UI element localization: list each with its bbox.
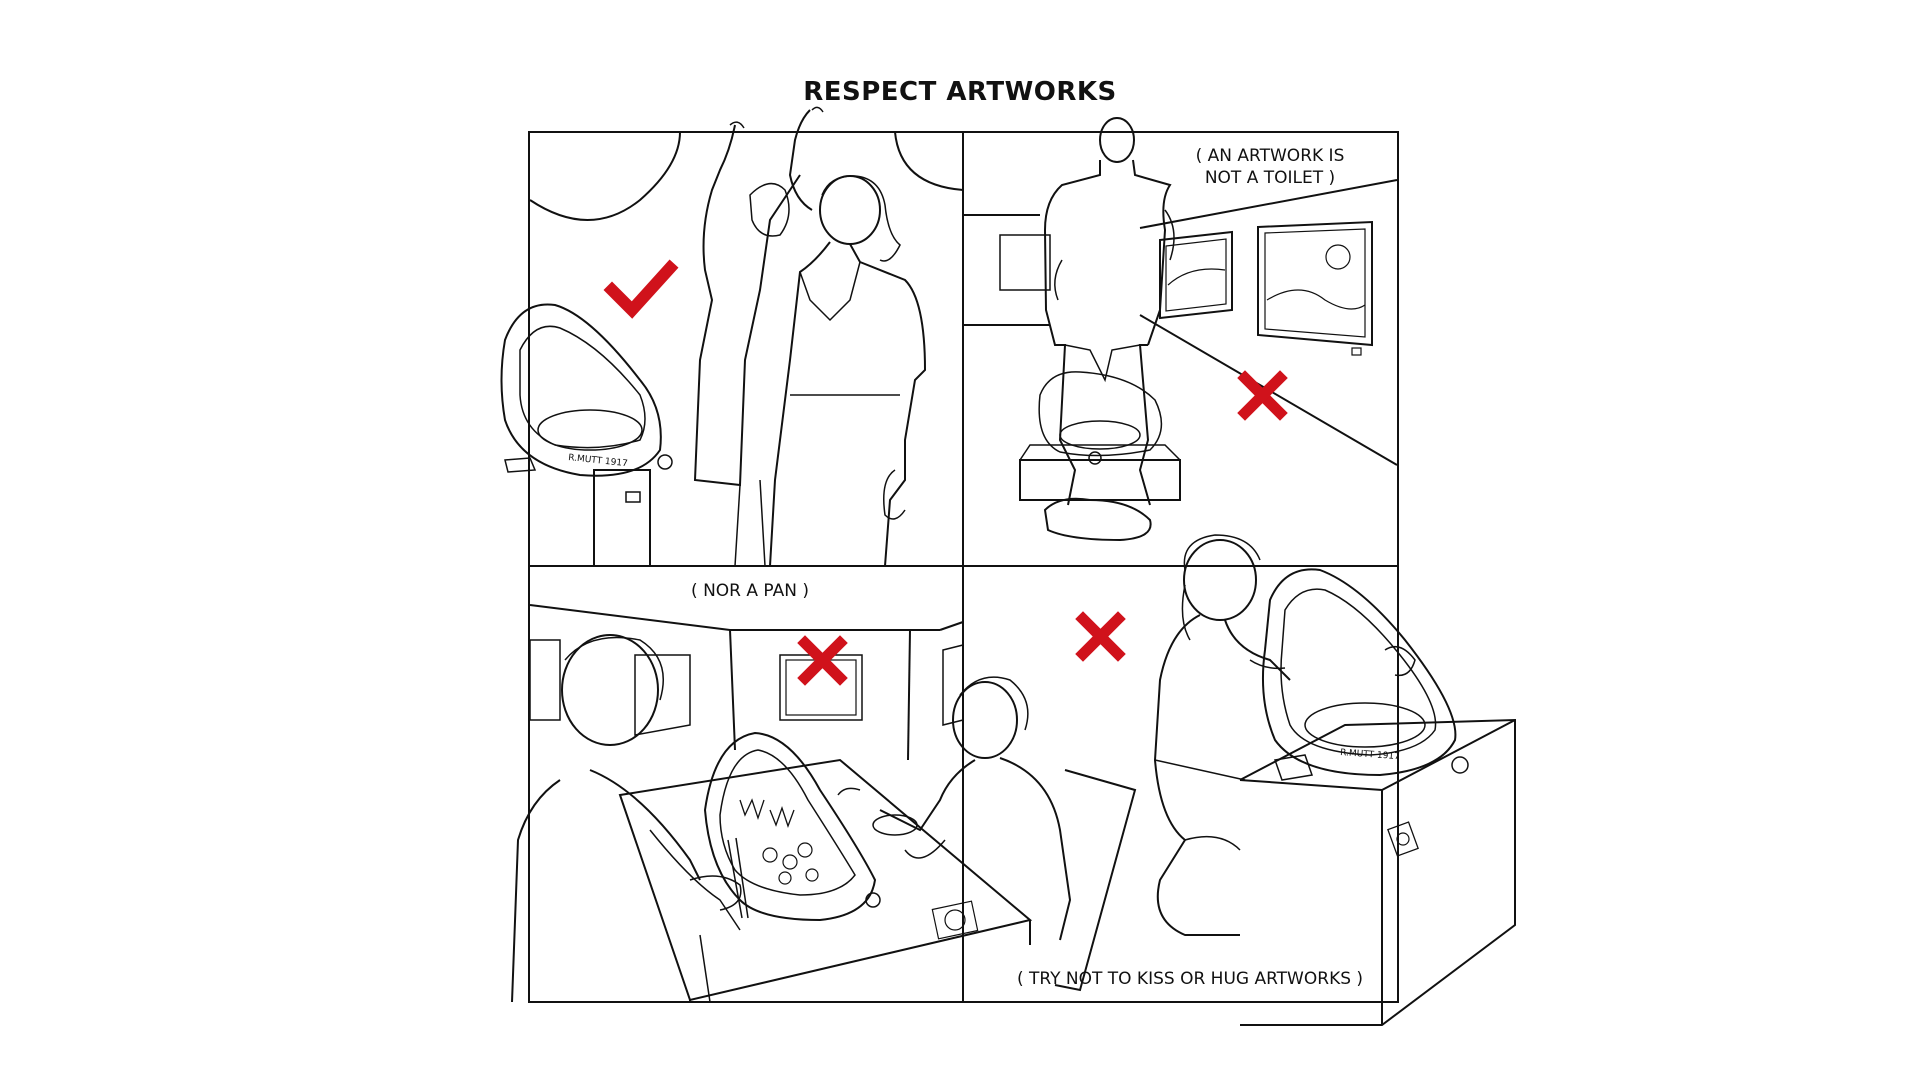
cross-icon-kiss — [1075, 611, 1126, 662]
caption-no-kiss-hug: ( TRY NOT TO KISS OR HUG ARTWORKS ) — [1000, 968, 1380, 990]
panel-4-scene: R.MUTT 1917 — [1153, 534, 1516, 1026]
caption-line: ( AN ARTWORK IS — [1195, 146, 1345, 166]
caption-nor-a-pan: ( NOR A PAN ) — [650, 580, 850, 602]
caption-not-a-toilet: ( AN ARTWORK IS NOT A TOILET ) — [1170, 145, 1370, 189]
caption-line: NOT A TOILET ) — [1204, 168, 1336, 188]
urinal-signature: R.MUTT 1917 — [568, 453, 628, 469]
panel-3-scene — [511, 604, 1137, 1003]
poster-title: RESPECT ARTWORKS — [803, 77, 1117, 107]
check-icon — [603, 259, 679, 319]
cross-icon-pan — [797, 635, 848, 686]
caption-line: ( TRY NOT TO KISS OR HUG ARTWORKS ) — [1016, 969, 1364, 989]
urinal-signature-2: R.MUTT 1917 — [1340, 748, 1400, 762]
cross-icon-toilet — [1237, 370, 1288, 421]
panel-1-scene: R.MUTT 1917 — [500, 106, 964, 567]
panel-2-scene — [963, 117, 1398, 542]
caption-line: ( NOR A PAN ) — [691, 581, 809, 601]
